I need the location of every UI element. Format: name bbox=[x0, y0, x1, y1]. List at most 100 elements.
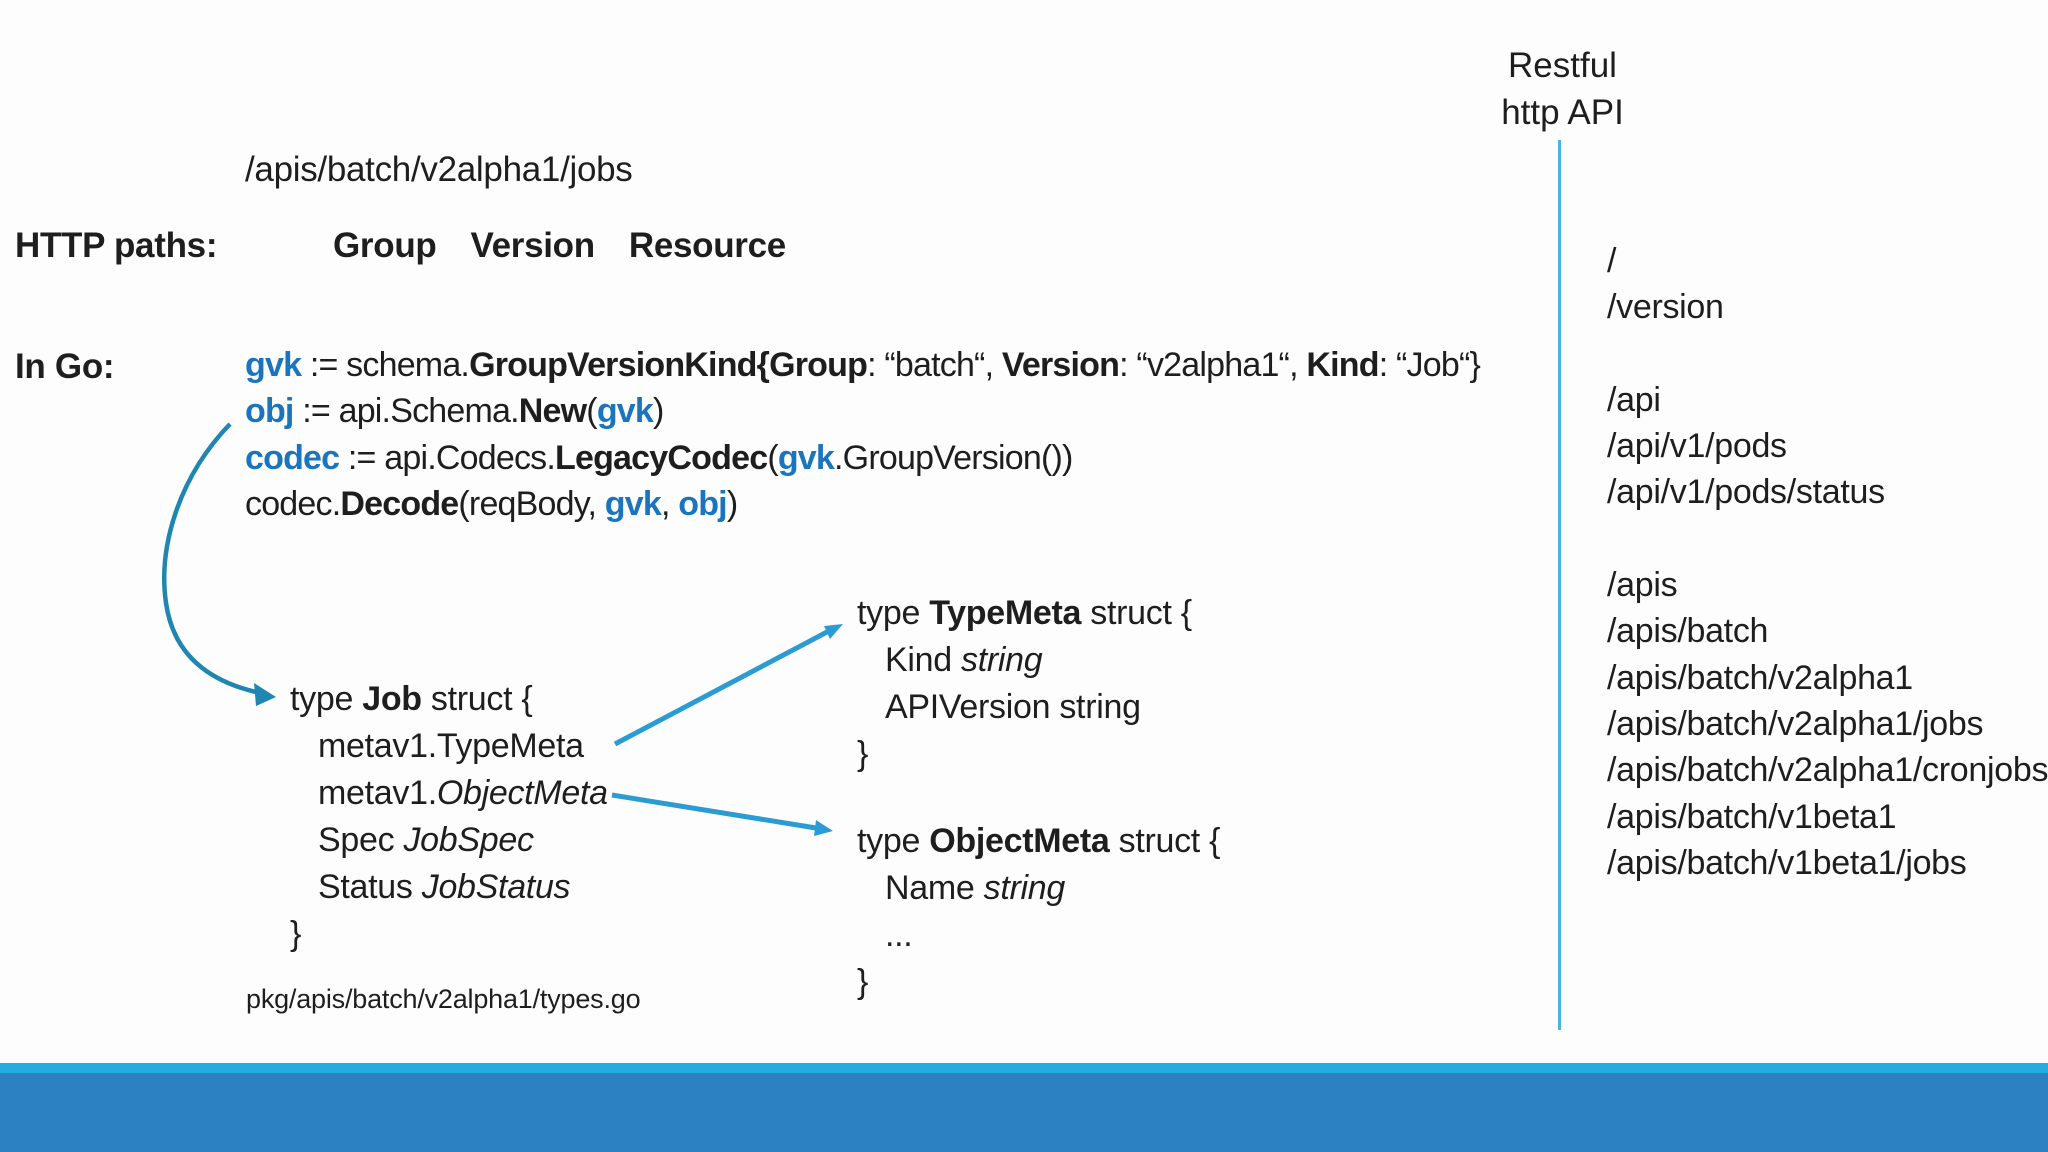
code-line: obj := api.Schema.New(gvk) bbox=[245, 388, 1480, 434]
text-segment: .GroupVersion()) bbox=[834, 438, 1073, 477]
text-segment: Version bbox=[470, 226, 595, 265]
text-segment: codec bbox=[245, 438, 340, 477]
text-segment: : “v2alpha1“, bbox=[1119, 346, 1307, 384]
text-segment: JobStatus bbox=[421, 868, 571, 906]
text-segment: ( bbox=[586, 392, 597, 431]
typemeta-struct-line: } bbox=[857, 731, 1192, 778]
text-segment: Status bbox=[318, 868, 422, 906]
text-segment: JobSpec bbox=[403, 821, 534, 859]
text-segment: gvk bbox=[604, 484, 662, 523]
api-path-item: /apis/batch bbox=[1607, 612, 1769, 651]
job-struct-line: Spec JobSpec bbox=[290, 817, 608, 864]
text-segment: gvk bbox=[245, 346, 302, 384]
text-segment: type bbox=[857, 822, 930, 860]
typemeta-struct-line: Kind string bbox=[857, 637, 1192, 684]
objectmeta-struct-line: } bbox=[857, 959, 1220, 1006]
api-path-item: /apis/batch/v2alpha1 bbox=[1607, 658, 1913, 697]
api-path-item bbox=[1607, 331, 2048, 377]
text-segment: gvk bbox=[777, 438, 835, 477]
api-path-item: /apis bbox=[1607, 566, 1678, 605]
text-segment: APIVersion string bbox=[885, 688, 1141, 726]
text-segment: Resource bbox=[628, 226, 786, 265]
go-code-block: gvk := schema.GroupVersionKind{Group: “b… bbox=[245, 342, 1481, 527]
text-segment: Kind bbox=[885, 641, 961, 679]
text-segment: codec. bbox=[245, 484, 341, 523]
api-path-item: /apis/batch/v2alpha1/cronjobs bbox=[1607, 751, 2048, 790]
typemeta-arrow bbox=[613, 624, 843, 747]
text-segment: } bbox=[857, 735, 869, 773]
objectmeta-struct-line: type ObjectMeta struct { bbox=[857, 818, 1220, 865]
text-segment: : “batch“, bbox=[867, 346, 1002, 384]
objectmeta-arrow bbox=[611, 792, 833, 836]
text-segment: ) bbox=[726, 484, 738, 523]
text-segment: string bbox=[983, 869, 1066, 907]
text-segment: struct { bbox=[1081, 594, 1192, 632]
text-segment: type bbox=[290, 680, 363, 718]
text-segment: gvk bbox=[596, 392, 654, 431]
api-paths-list: //version /api/api/v1/pods/api/v1/pods/s… bbox=[1607, 238, 2048, 886]
text-segment: ) bbox=[653, 392, 664, 431]
text-segment: TypeMeta bbox=[929, 594, 1082, 632]
code-line: codec := api.Codecs.LegacyCodec(gvk.Grou… bbox=[245, 435, 1480, 481]
code-line: codec.Decode(reqBody, gvk, obj) bbox=[245, 481, 1480, 527]
in-go-label: In Go: bbox=[15, 347, 115, 386]
job-struct-line: type Job struct { bbox=[290, 676, 608, 723]
text-segment: Group bbox=[333, 226, 437, 265]
bottom-strip bbox=[0, 1063, 2048, 1073]
api-path-item bbox=[1607, 516, 2048, 562]
job-struct-line: Status JobStatus bbox=[290, 864, 608, 911]
text-segment: Name bbox=[885, 869, 984, 907]
text-segment: := api.Schema. bbox=[293, 392, 519, 431]
text-segment: New bbox=[518, 392, 587, 431]
text-segment: Spec bbox=[318, 821, 404, 859]
gvr-header: Group Version Resource bbox=[333, 226, 786, 266]
job-struct-line: } bbox=[290, 911, 608, 958]
text-segment: metav1. bbox=[318, 774, 437, 812]
text-segment: metav1.TypeMeta bbox=[318, 727, 584, 765]
text-segment: Kind bbox=[1306, 346, 1379, 384]
api-path-item: /apis/batch/v1beta1/jobs bbox=[1607, 843, 1967, 882]
top-path-label: /apis/batch/v2alpha1/jobs bbox=[245, 150, 633, 189]
objectmeta-struct-line: ... bbox=[857, 912, 1220, 959]
restful-header-line2: http API bbox=[1501, 93, 1624, 132]
text-segment: := api.Codecs. bbox=[339, 438, 556, 477]
text-segment: , bbox=[660, 484, 679, 523]
text-segment: struct { bbox=[421, 680, 533, 718]
code-line: gvk := schema.GroupVersionKind{Group: “b… bbox=[245, 342, 1481, 388]
typemeta-struct-line: type TypeMeta struct { bbox=[857, 590, 1192, 637]
text-segment: GroupVersionKind{Group bbox=[469, 346, 868, 384]
text-segment: type bbox=[857, 594, 930, 632]
text-segment: Job bbox=[362, 680, 422, 718]
text-segment: (reqBody, bbox=[458, 484, 605, 523]
job-struct-line: metav1.ObjectMeta bbox=[290, 770, 608, 817]
text-segment: obj bbox=[678, 484, 727, 523]
text-segment: ObjectMeta bbox=[929, 822, 1110, 860]
job-struct-block: type Job struct { metav1.TypeMeta metav1.O… bbox=[290, 676, 608, 958]
objectmeta-struct-block: type ObjectMeta struct {Name string...} bbox=[857, 818, 1220, 1006]
text-segment: string bbox=[961, 641, 1043, 679]
text-segment: LegacyCodec bbox=[555, 438, 768, 477]
typemeta-struct-line: APIVersion string bbox=[857, 684, 1192, 731]
text-segment: ( bbox=[767, 438, 778, 477]
divider-line bbox=[1558, 140, 1561, 1030]
api-path-item: /apis/batch/v1beta1 bbox=[1607, 797, 1897, 836]
text-segment: } bbox=[857, 963, 869, 1001]
objectmeta-struct-line: Name string bbox=[857, 865, 1220, 912]
text-segment: } bbox=[290, 915, 302, 953]
api-path-item: /version bbox=[1607, 288, 1724, 327]
restful-header-line1: Restful bbox=[1508, 46, 1617, 85]
api-path-item: / bbox=[1607, 242, 1617, 280]
text-segment: Decode bbox=[340, 484, 459, 523]
api-path-item: /api/v1/pods bbox=[1607, 427, 1787, 466]
api-path-item: /api/v1/pods/status bbox=[1607, 473, 1885, 512]
text-segment: ObjectMeta bbox=[436, 774, 608, 812]
text-segment: Version bbox=[1001, 346, 1120, 384]
restful-header: Restful http API bbox=[1470, 42, 1655, 136]
text-segment: struct { bbox=[1109, 822, 1221, 860]
bottom-bar bbox=[0, 1073, 2048, 1152]
text-segment: obj bbox=[245, 392, 294, 431]
api-path-item: /apis/batch/v2alpha1/jobs bbox=[1607, 704, 1984, 743]
text-segment: : “Job“} bbox=[1378, 346, 1481, 384]
